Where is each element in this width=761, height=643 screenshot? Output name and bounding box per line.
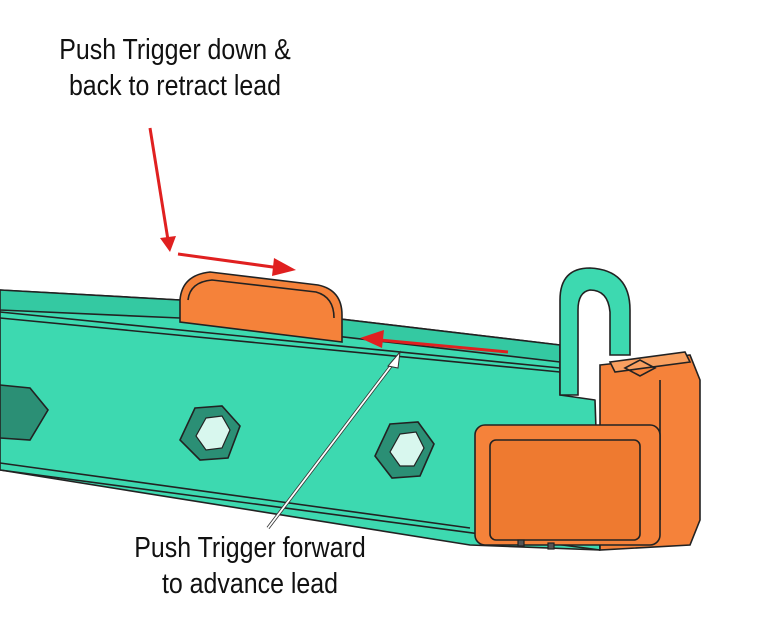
- trigger: [179, 271, 343, 343]
- arrow-head-down: [160, 236, 176, 252]
- retract-line-2: back to retract lead: [68, 70, 282, 102]
- advance-arrow: [360, 330, 509, 354]
- rear-loop: [559, 267, 631, 396]
- arrow-head-back: [272, 258, 296, 276]
- front-block: [474, 424, 661, 546]
- advance-instruction: Push Trigger forward to advance lead: [117, 530, 384, 602]
- advance-line-1: Push Trigger forward: [134, 532, 366, 564]
- retract-instruction: Push Trigger down & back to retract lead: [42, 32, 309, 104]
- leader-line: [266, 350, 401, 530]
- advance-line-2: to advance lead: [161, 568, 339, 600]
- retract-arrows: [148, 127, 281, 270]
- retract-line-1: Push Trigger down &: [59, 34, 291, 66]
